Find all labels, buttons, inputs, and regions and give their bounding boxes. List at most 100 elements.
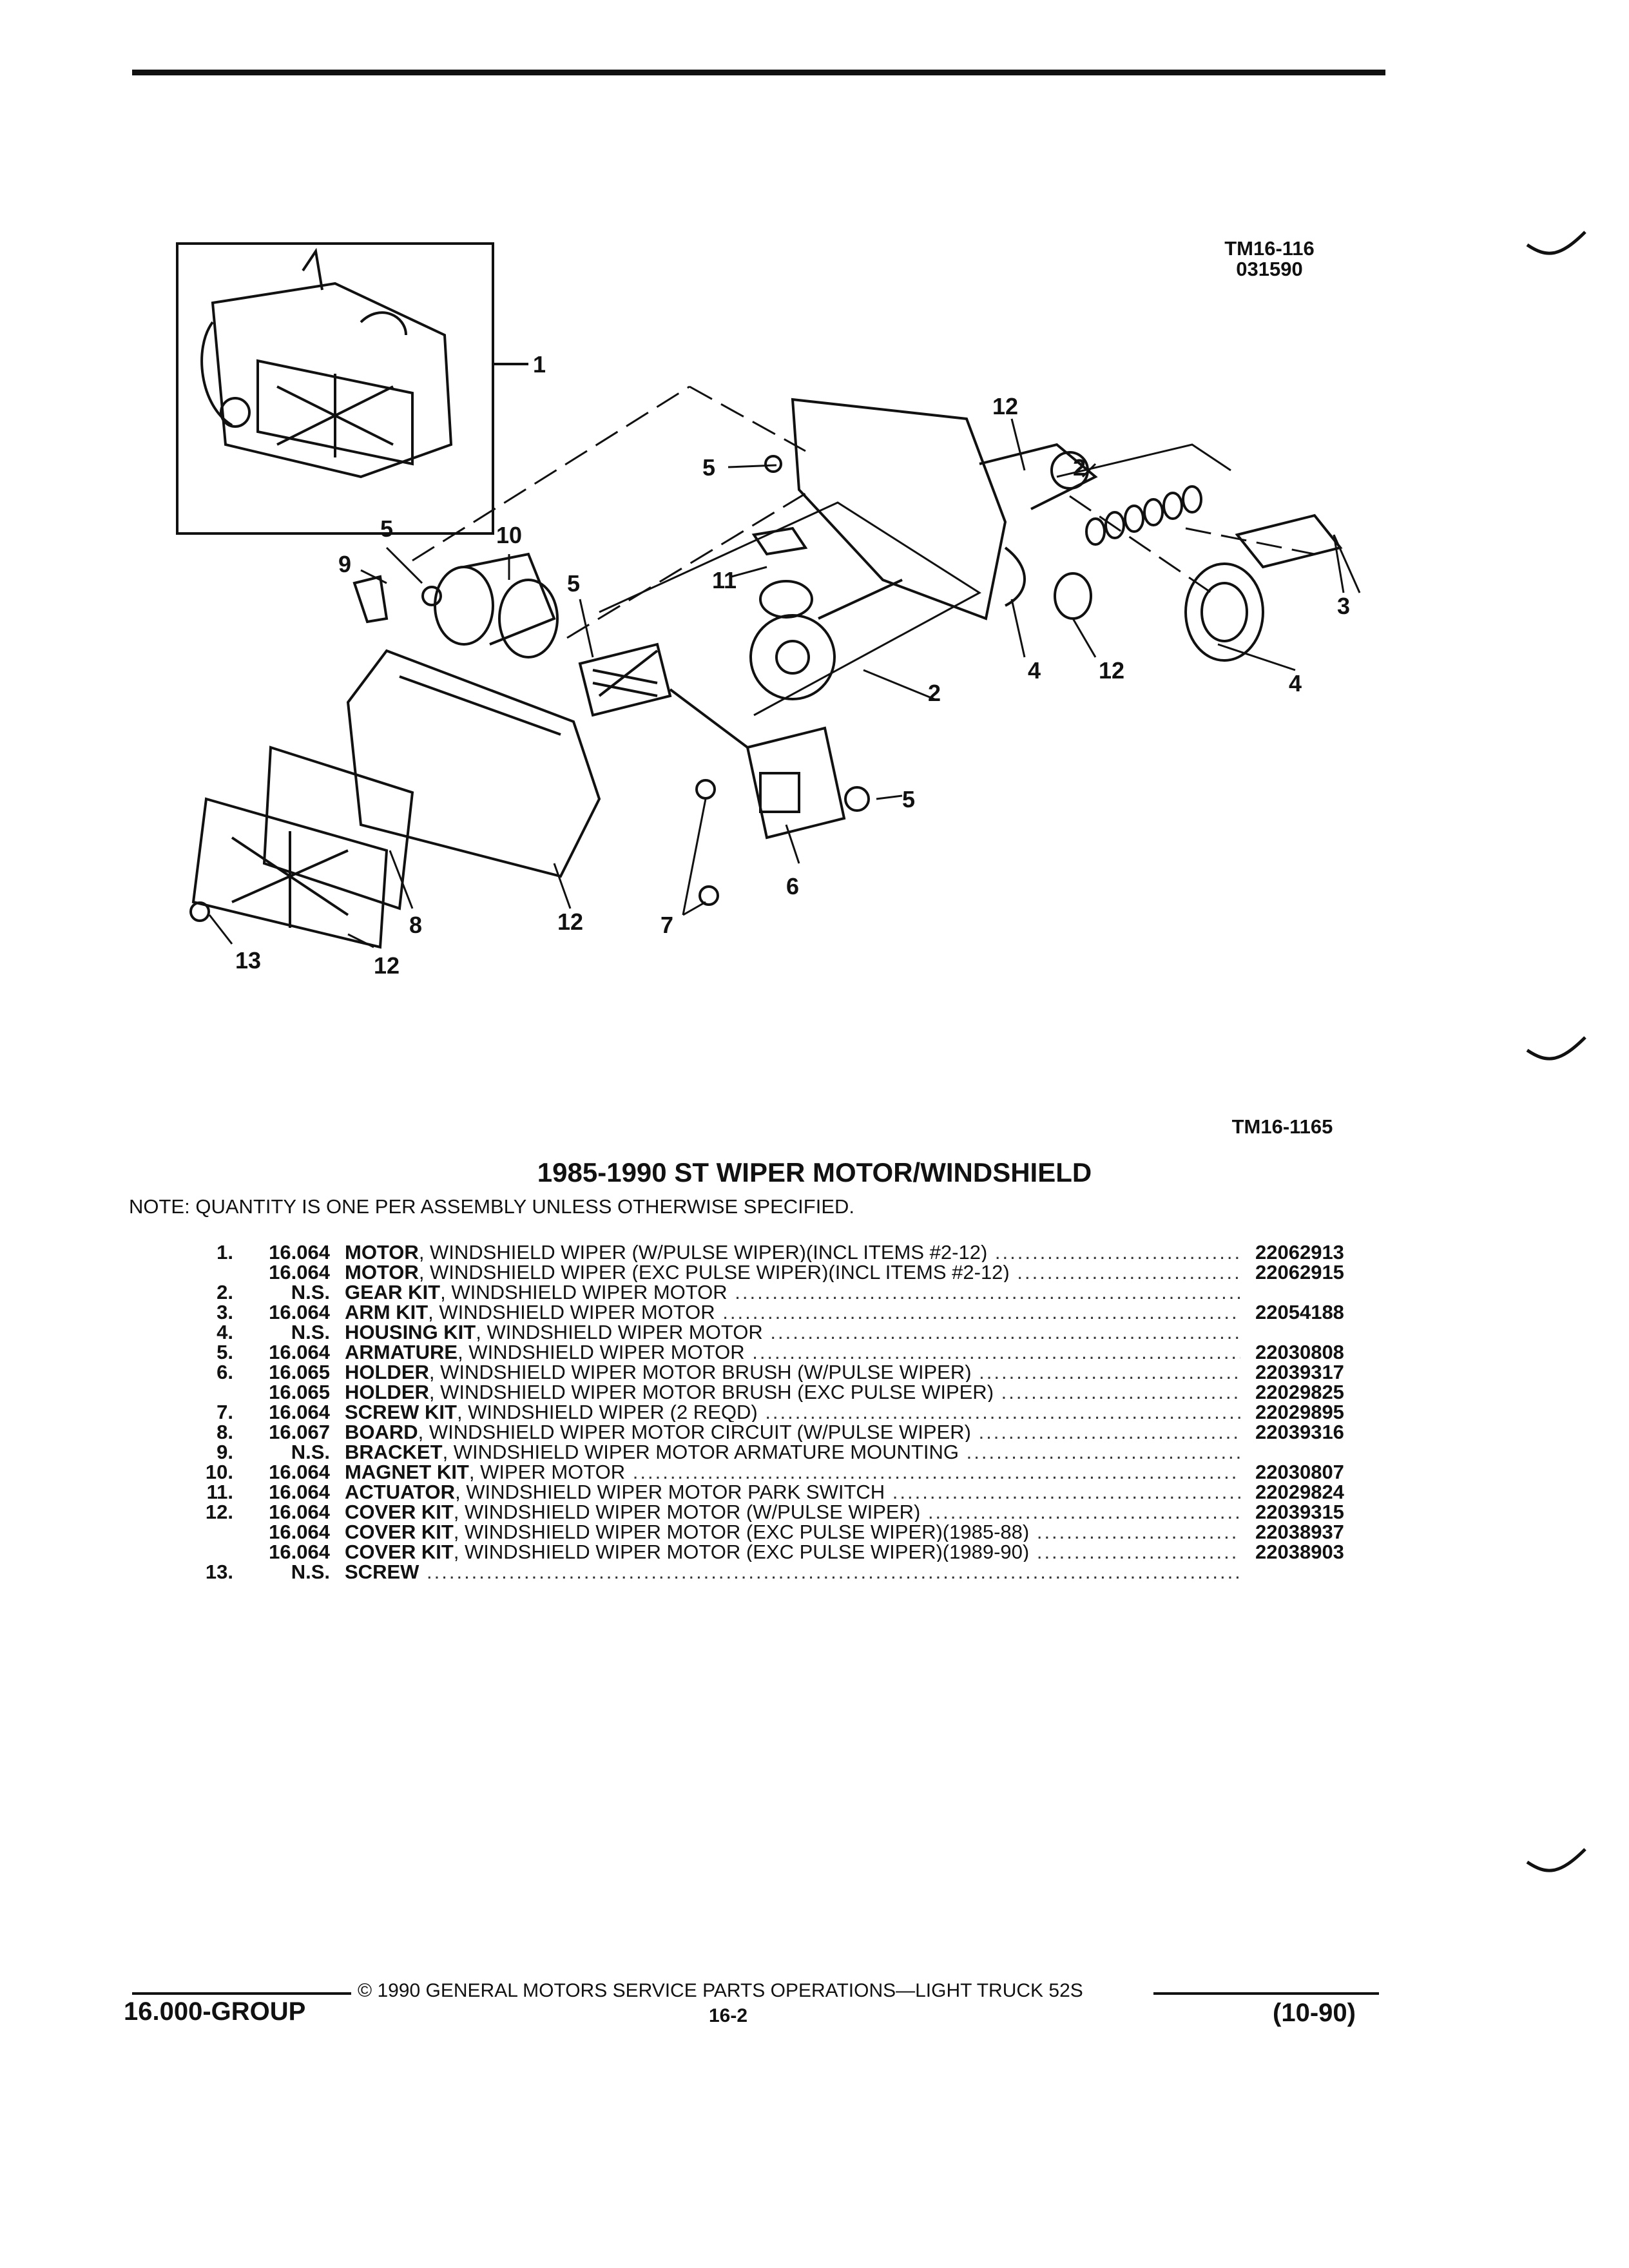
part-description: MOTOR, WINDSHIELD WIPER (EXC PULSE WIPER…: [345, 1262, 1240, 1282]
part-detail: , WINDSHIELD WIPER MOTOR: [458, 1342, 745, 1362]
part-name: COVER KIT: [345, 1522, 454, 1542]
part-description: ARMATURE, WINDSHIELD WIPER MOTOR .......…: [345, 1342, 1240, 1362]
part-number: 22038903: [1255, 1541, 1344, 1563]
part-description: GEAR KIT, WINDSHIELD WIPER MOTOR .......…: [345, 1282, 1240, 1302]
part-number: 22062915: [1255, 1261, 1344, 1283]
part-description: ARM KIT, WINDSHIELD WIPER MOTOR ........…: [345, 1302, 1240, 1322]
part-group-number: 16.064: [269, 1341, 330, 1363]
part-description: SCREW ..................................…: [345, 1562, 1240, 1582]
part-name: GEAR KIT: [345, 1282, 441, 1302]
part-detail: , WIPER MOTOR: [468, 1462, 626, 1482]
part-number: 22039316: [1255, 1421, 1344, 1443]
drawing-date: 031590: [1236, 258, 1303, 280]
part-group-number: 16.064: [269, 1401, 330, 1423]
part-description: BOARD, WINDSHIELD WIPER MOTOR CIRCUIT (W…: [345, 1422, 1240, 1442]
part-number: 22062913: [1255, 1241, 1344, 1264]
part-description: ACTUATOR, WINDSHIELD WIPER MOTOR PARK SW…: [345, 1482, 1240, 1502]
part-name: ACTUATOR: [345, 1482, 456, 1502]
footer-group: 16.000-GROUP: [124, 1997, 306, 2026]
leader-dots: ........................................…: [1001, 1382, 1240, 1402]
part-item-number: 10.: [205, 1461, 233, 1483]
part-group-number: 16.065: [269, 1381, 330, 1403]
leader-dots: ........................................…: [1036, 1522, 1240, 1542]
part-group-number: 16.064: [269, 1301, 330, 1323]
quantity-note: NOTE: QUANTITY IS ONE PER ASSEMBLY UNLES…: [129, 1195, 855, 1218]
part-group-number: N.S.: [291, 1561, 330, 1583]
part-detail: , WINDSHIELD WIPER MOTOR (EXC PULSE WIPE…: [453, 1542, 1030, 1562]
callout-7: 7: [660, 912, 674, 938]
callout-5: 5: [380, 515, 394, 542]
leader-dots: ........................................…: [1036, 1542, 1240, 1562]
part-number: 22030808: [1255, 1341, 1344, 1363]
part-item-number: 9.: [217, 1441, 233, 1463]
part-name: HOUSING KIT: [345, 1322, 476, 1342]
part-description: COVER KIT, WINDSHIELD WIPER MOTOR (EXC P…: [345, 1542, 1240, 1562]
part-number: 22038937: [1255, 1521, 1344, 1543]
part-number: 22030807: [1255, 1461, 1344, 1483]
part-detail: , WINDSHIELD WIPER (2 REQD): [456, 1402, 758, 1422]
callout-5: 5: [702, 454, 716, 481]
part-item-number: 13.: [205, 1561, 233, 1583]
part-group-number: 16.064: [269, 1501, 330, 1523]
part-name: ARM KIT: [345, 1302, 429, 1322]
parts-row: 13. N.S. SCREW ...........................…: [187, 1562, 1398, 1582]
callout-8: 8: [409, 912, 423, 938]
assembled-motor-drawing: [200, 247, 453, 479]
part-group-number: 16.064: [269, 1541, 330, 1563]
footer-rule-left: [132, 1992, 351, 1995]
part-name: MOTOR: [345, 1262, 419, 1282]
leader-dots: ........................................…: [927, 1502, 1240, 1522]
part-group-number: 16.065: [269, 1361, 330, 1383]
part-description: MAGNET KIT, WIPER MOTOR ................…: [345, 1462, 1240, 1482]
callout-12: 12: [374, 952, 400, 979]
part-description: BRACKET, WINDSHIELD WIPER MOTOR ARMATURE…: [345, 1442, 1240, 1462]
magnet-can-drawing: [434, 552, 559, 658]
callout-9: 9: [338, 551, 352, 577]
part-item-number: 6.: [217, 1361, 233, 1383]
part-group-number: 16.064: [269, 1481, 330, 1503]
part-item-number: 7.: [217, 1401, 233, 1423]
part-name: COVER KIT: [345, 1502, 454, 1522]
leader-dots: ........................................…: [765, 1402, 1240, 1422]
part-detail: , WINDSHIELD WIPER MOTOR: [476, 1322, 763, 1342]
part-group-number: 16.067: [269, 1421, 330, 1443]
part-item-number: 4.: [217, 1321, 233, 1343]
leader-dots: ........................................…: [632, 1462, 1240, 1482]
gear-drawing: [749, 579, 903, 700]
part-detail: , WINDSHIELD WIPER MOTOR: [428, 1302, 715, 1322]
part-group-number: 16.064: [269, 1261, 330, 1283]
part-number: 22039317: [1255, 1361, 1344, 1383]
part-detail: , WINDSHIELD WIPER MOTOR (W/PULSE WIPER): [453, 1502, 921, 1522]
parts-row: 2.N.S.GEAR KIT, WINDSHIELD WIPER MOTOR .…: [187, 1282, 1398, 1302]
leader-dots: ........................................…: [978, 1422, 1240, 1442]
part-detail: , WINDSHIELD WIPER MOTOR BRUSH (W/PULSE …: [429, 1362, 972, 1382]
part-name: COVER KIT: [345, 1542, 454, 1562]
part-detail: , WINDSHIELD WIPER (W/PULSE WIPER)(INCL …: [418, 1242, 988, 1262]
part-group-number: N.S.: [291, 1321, 330, 1343]
leader-dots: ........................................…: [994, 1242, 1240, 1262]
part-detail: , WINDSHIELD WIPER MOTOR: [440, 1282, 728, 1302]
part-name: BRACKET: [345, 1442, 443, 1462]
callout-2: 2: [1073, 454, 1086, 481]
brush-holder-drawing: [746, 726, 846, 840]
footer-page-number: 16-2: [709, 2005, 748, 2026]
callout-5: 5: [567, 570, 581, 597]
actuator-drawing: [751, 526, 808, 556]
leader-dots: ........................................…: [1017, 1262, 1240, 1282]
housing-drawing: [791, 398, 1098, 620]
part-name: MAGNET KIT: [345, 1462, 469, 1482]
part-number: 22054188: [1255, 1301, 1344, 1323]
part-description: COVER KIT, WINDSHIELD WIPER MOTOR (W/PUL…: [345, 1502, 1240, 1522]
part-name: HOLDER: [345, 1362, 429, 1382]
leader-dots: ........................................…: [979, 1362, 1240, 1382]
part-name: MOTOR: [345, 1242, 419, 1262]
parts-row: 9.N.S.BRACKET, WINDSHIELD WIPER MOTOR AR…: [187, 1442, 1398, 1462]
drawing-code: TM16-116: [1224, 237, 1315, 260]
part-detail: , WINDSHIELD WIPER (EXC PULSE WIPER)(INC…: [418, 1262, 1010, 1282]
